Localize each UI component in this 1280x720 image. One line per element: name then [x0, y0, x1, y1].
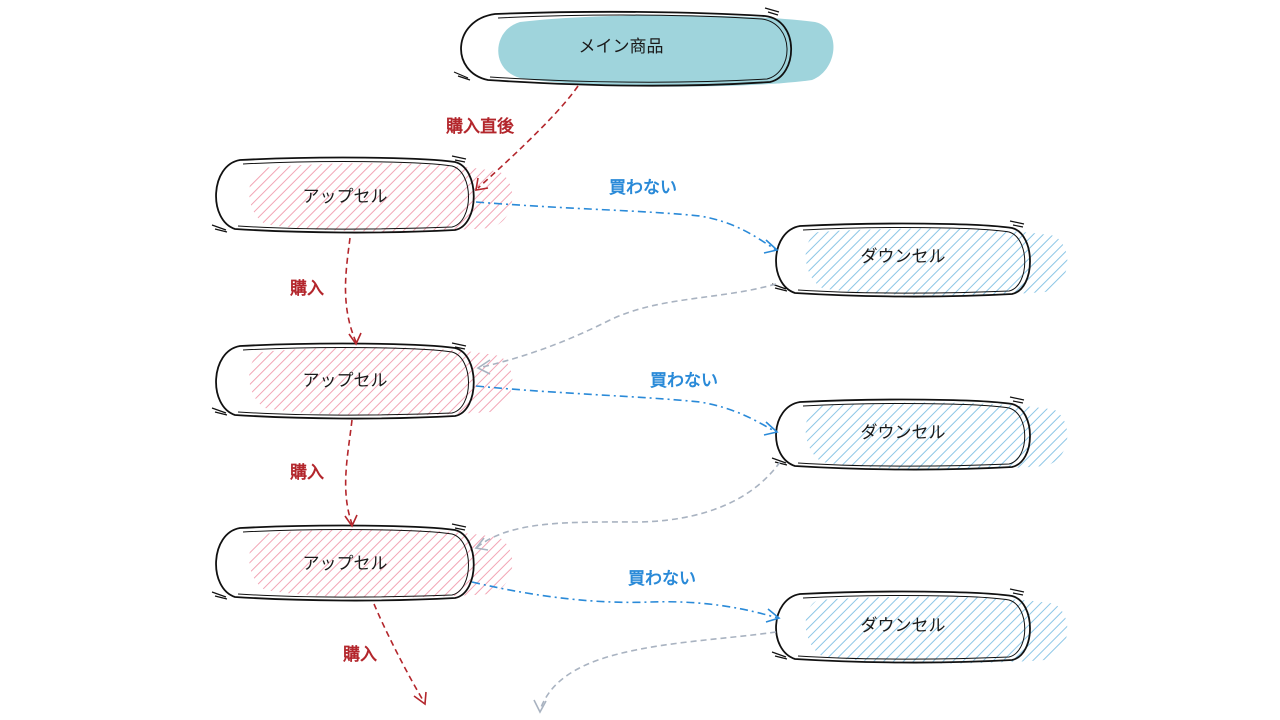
downsell-1-outline	[775, 222, 1031, 298]
downsell-node-2: ダウンセル	[771, 396, 1068, 471]
downsell-2-outline	[775, 398, 1031, 471]
upsell-2-hatch	[249, 347, 513, 416]
upsell-node-1: アップセル	[211, 155, 513, 234]
arrowhead-main-to-upsell-1	[475, 177, 489, 191]
downsell-3-outline	[775, 590, 1031, 664]
upsell-3-outline-2	[237, 529, 469, 598]
downsell-1-hatch	[805, 228, 1068, 296]
upsell-2-label: アップセル	[303, 371, 388, 391]
decline-arrowheads	[763, 239, 781, 623]
downsell-3-label: ダウンセル	[861, 616, 946, 636]
downsell-3-hatch	[805, 596, 1068, 664]
upsell-1-label: アップセル	[303, 187, 388, 207]
upsell-2-outline	[215, 342, 475, 420]
arrow-downsell-3-onward	[539, 631, 777, 711]
purchase-arrows	[344, 85, 579, 703]
arrowhead-downsell-3-onward	[533, 699, 547, 714]
downsell-1-outline-2	[797, 227, 1026, 294]
upsell-1-outline-2	[237, 161, 469, 230]
arrow-upsell-3-to-downsell-3	[471, 581, 779, 619]
arrow-upsell-3-onward	[373, 603, 425, 703]
arrowhead-upsell-3-onward	[413, 691, 427, 706]
main-product-label: メイン商品	[579, 37, 664, 57]
arrow-downsell-1-to-upsell-2	[477, 283, 777, 369]
upsell-3-hatch	[249, 529, 513, 598]
arrowhead-downsell-3	[765, 608, 781, 623]
arrowhead-upsell-1-to-upsell-2	[348, 332, 362, 346]
purchase-arrowheads	[344, 177, 489, 706]
arrow-downsell-2-to-upsell-3	[475, 461, 781, 549]
upsell-1-outline	[215, 156, 475, 234]
upsell-2-scribble	[211, 342, 467, 416]
downsell-3-outline-2	[797, 595, 1026, 660]
downsell-node-1: ダウンセル	[771, 220, 1068, 298]
arrowhead-downsell-2	[763, 421, 779, 436]
label-no-buy-1: 買わない	[609, 178, 677, 198]
upsell-2-outline-2	[237, 347, 469, 416]
main-product-scribble	[453, 7, 780, 81]
upsell-node-2: アップセル	[211, 342, 513, 420]
label-no-buy-3: 買わない	[628, 569, 696, 589]
main-product-outline-2	[489, 14, 788, 83]
label-purchase-1: 購入	[290, 278, 324, 299]
downsell-3-scribble	[771, 588, 1025, 660]
arrow-upsell-1-to-upsell-2	[344, 237, 357, 343]
downsell-2-outline-2	[797, 403, 1026, 467]
return-arrowheads	[474, 359, 547, 714]
arrowhead-upsell-2-to-upsell-3	[344, 514, 358, 528]
label-no-buy-2: 買わない	[650, 371, 718, 391]
label-purchase-2: 購入	[290, 462, 324, 483]
arrow-main-to-upsell-1	[477, 85, 579, 189]
label-purchase-3: 購入	[343, 644, 377, 665]
upsell-node-3: アップセル	[211, 523, 513, 602]
arrow-upsell-1-to-downsell-1	[475, 201, 777, 251]
arrow-upsell-2-to-downsell-2	[475, 385, 777, 433]
main-product-node: メイン商品	[453, 7, 834, 87]
main-product-outline	[460, 10, 792, 87]
arrow-upsell-2-to-upsell-3	[344, 419, 353, 525]
decline-arrows	[471, 201, 779, 619]
upsell-3-scribble	[211, 523, 467, 600]
downsell-node-3: ダウンセル	[771, 588, 1068, 664]
arrowhead-downsell-1	[763, 239, 779, 254]
upsell-1-hatch	[249, 163, 513, 232]
arrowhead-upsell-2-return	[476, 359, 491, 375]
downsell-2-label: ダウンセル	[861, 423, 946, 443]
downsell-2-scribble	[771, 396, 1025, 466]
downsell-2-hatch	[805, 402, 1068, 470]
return-arrows	[475, 283, 781, 711]
upsell-3-outline	[215, 524, 475, 602]
main-product-fill	[498, 15, 834, 87]
upsell-3-label: アップセル	[303, 554, 388, 574]
label-purchase-immediately: 購入直後	[446, 116, 515, 137]
downsell-1-label: ダウンセル	[861, 247, 946, 267]
arrowhead-upsell-3-return	[474, 537, 489, 551]
downsell-1-scribble	[771, 220, 1025, 292]
upsell-1-scribble	[211, 155, 467, 233]
